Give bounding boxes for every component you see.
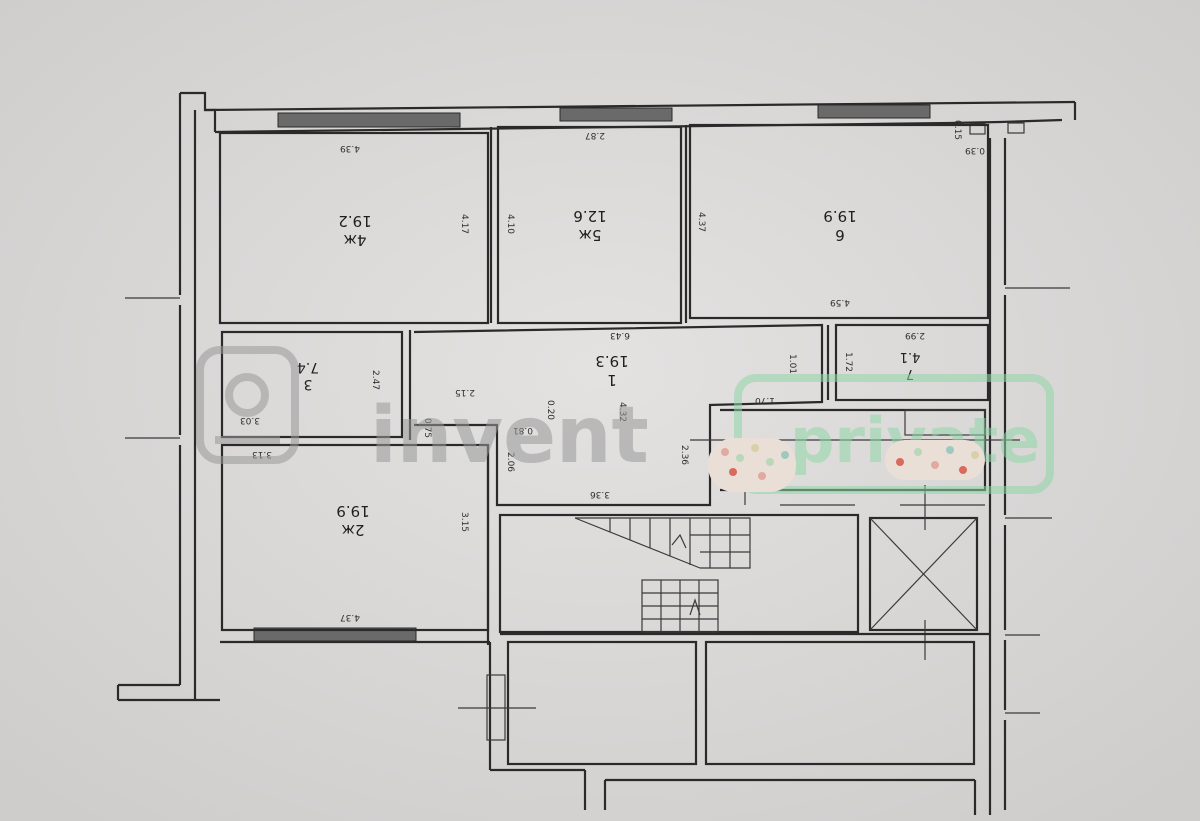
- dimension-labels: 4.39 4.17 4.10 2.87 4.37 4.59 0.39 0.15 …: [240, 120, 985, 622]
- dim-label: 4.32: [617, 402, 627, 422]
- staircase: [574, 517, 751, 633]
- room-5-label: 5ж: [578, 226, 601, 244]
- room-3-area: 7.4: [297, 359, 319, 375]
- dim-label: 2.47: [370, 370, 380, 390]
- dim-label: 1.70: [755, 395, 775, 405]
- dim-label: 0.75: [422, 418, 432, 438]
- dim-label: 1.01: [787, 354, 797, 374]
- dim-label: 3.36: [590, 489, 610, 499]
- room-labels: 4ж 19.2 5ж 12.6 6 19.9 3 7.4 1 19.3 7 4.…: [297, 207, 921, 539]
- dim-label: 0.39: [965, 145, 985, 155]
- dim-label: 0.81: [513, 425, 533, 435]
- dim-label: 4.17: [459, 214, 469, 234]
- dim-label: 1.72: [843, 352, 853, 372]
- dim-label: 2.99: [905, 330, 925, 340]
- watermark-badge-frame: [734, 374, 1054, 494]
- room-7-area: 4.1: [900, 349, 921, 364]
- dim-label: 3.03: [240, 415, 260, 425]
- room-7-label: 7: [906, 366, 914, 381]
- dim-label: 4.37: [696, 212, 706, 232]
- room-1-label: 1: [607, 371, 617, 389]
- room-6-area: 19.9: [823, 207, 856, 225]
- dim-label: 6.43: [610, 330, 630, 340]
- dim-label: 0.20: [545, 400, 555, 420]
- dim-label: 2.15: [455, 387, 475, 397]
- dim-label: 4.39: [340, 143, 360, 153]
- dim-label: 4.10: [505, 214, 515, 234]
- room-4-label: 4ж: [343, 231, 366, 249]
- privacy-mask: [708, 438, 985, 492]
- dim-label: 2.87: [585, 130, 605, 140]
- room-5-area: 12.6: [573, 207, 606, 225]
- dim-label: 4.37: [340, 612, 360, 622]
- dim-label: 3.15: [459, 512, 469, 532]
- watermark-brand: invent: [370, 391, 649, 481]
- room-2-area: 19.9: [336, 502, 369, 520]
- room-4-area: 19.2: [338, 212, 371, 230]
- windows: [253, 104, 1025, 642]
- room-2-label: 2ж: [341, 521, 364, 539]
- outer-walls: [116, 91, 1077, 815]
- watermark-logo-icon: [196, 346, 299, 464]
- dim-label: 2.36: [679, 445, 689, 465]
- dim-label: 0.15: [952, 120, 962, 140]
- dim-label: 2.06: [505, 452, 515, 472]
- room-3-label: 3: [304, 376, 313, 392]
- dim-label: 3.13: [252, 449, 272, 459]
- dim-label: 4.59: [830, 297, 850, 307]
- room-6-label: 6: [835, 226, 845, 244]
- room-1-area: 19.3: [595, 352, 628, 370]
